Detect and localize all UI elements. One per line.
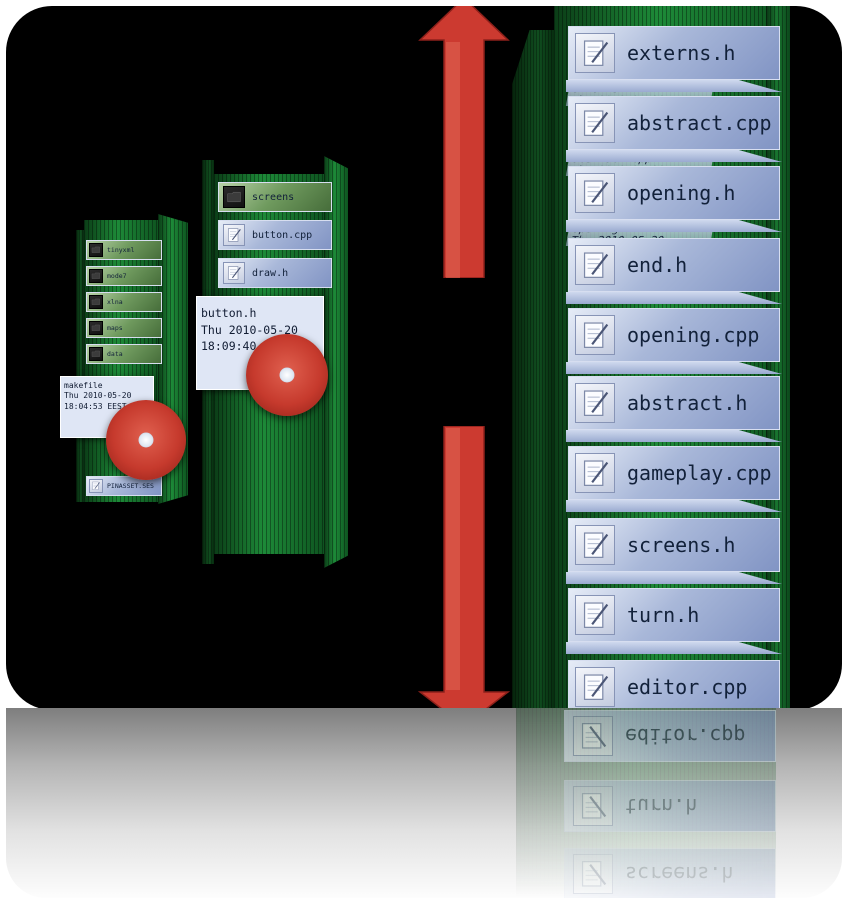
scroll-up-arrow-icon[interactable] xyxy=(418,6,510,278)
tooltip-date: Thu 2010-05-20 xyxy=(64,391,132,401)
document-icon xyxy=(575,33,615,73)
scroll-down-arrow-icon[interactable] xyxy=(418,426,510,710)
floor-reflection: editor.cpp turn.h screens.h xyxy=(6,708,842,898)
reflected-file-card: editor.cpp xyxy=(564,710,776,762)
card-label: editor.cpp xyxy=(627,675,748,699)
card-label: abstract.cpp xyxy=(627,111,772,135)
card-label: abstract.h xyxy=(627,391,748,415)
document-icon xyxy=(223,224,245,246)
card-label: tinyxml xyxy=(107,246,135,254)
reflected-file-card: screens.h xyxy=(564,848,776,898)
document-icon xyxy=(575,245,615,285)
document-icon xyxy=(575,595,615,635)
card-label: button.cpp xyxy=(252,229,313,241)
document-icon xyxy=(573,854,613,894)
tooltip-filename: button.h xyxy=(201,306,257,320)
card-label: screens.h xyxy=(625,862,734,886)
card-label: mode7 xyxy=(107,272,127,280)
folder-card[interactable]: screens xyxy=(218,182,332,212)
tooltip-time: 18:04:53 EEST xyxy=(64,401,127,411)
card-label: editor.cpp xyxy=(625,724,746,748)
card-base-plate xyxy=(566,642,782,654)
small-shelf-side-panel xyxy=(76,230,84,502)
card-base-plate xyxy=(566,500,782,512)
card-label: opening.h xyxy=(627,181,736,205)
grab-disc-icon[interactable] xyxy=(106,400,186,480)
grab-disc-icon[interactable] xyxy=(246,334,328,416)
card-label: opening.cpp xyxy=(627,323,760,347)
folder-icon xyxy=(89,347,103,361)
file-card[interactable]: end.h xyxy=(568,238,780,292)
card-base-plate xyxy=(566,292,782,304)
file-card[interactable]: turn.h xyxy=(568,588,780,642)
folder-card[interactable]: mode7 xyxy=(86,266,162,286)
document-icon xyxy=(575,315,615,355)
card-label: screens.h xyxy=(627,533,736,557)
card-base-plate xyxy=(566,362,782,374)
folder-icon xyxy=(89,295,103,309)
card-label: end.h xyxy=(627,253,688,277)
file-card[interactable]: editor.cpp xyxy=(568,660,780,710)
card-base-plate xyxy=(566,150,782,162)
folder-card[interactable]: xlna xyxy=(86,292,162,312)
folder-card[interactable]: maps xyxy=(86,318,162,338)
document-icon xyxy=(575,453,615,493)
reflected-file-card: turn.h xyxy=(564,780,776,832)
card-label: gameplay.cpp xyxy=(627,461,772,485)
file-card[interactable]: opening.h xyxy=(568,166,780,220)
document-icon xyxy=(575,525,615,565)
document-icon xyxy=(573,786,613,826)
card-label: turn.h xyxy=(627,603,700,627)
file-card[interactable]: opening.cpp xyxy=(568,308,780,362)
file-card[interactable]: abstract.h xyxy=(568,376,780,430)
file-card[interactable]: PINASSET.SES xyxy=(86,476,162,496)
big-shelf-side-panel xyxy=(512,30,556,710)
card-base-plate xyxy=(566,430,782,442)
card-label: xlna xyxy=(107,298,123,306)
card-label: screens xyxy=(252,191,295,203)
folder-icon xyxy=(89,269,103,283)
document-icon xyxy=(89,479,103,493)
card-label: turn.h xyxy=(625,794,698,818)
file-card[interactable]: button.cpp xyxy=(218,220,332,250)
file-card[interactable]: abstract.cpp xyxy=(568,96,780,150)
document-icon xyxy=(573,716,613,756)
document-icon xyxy=(223,262,245,284)
card-base-plate xyxy=(566,80,782,92)
folder-icon xyxy=(223,186,245,208)
card-label: data xyxy=(107,350,123,358)
document-icon xyxy=(575,103,615,143)
card-label: draw.h xyxy=(252,267,289,279)
document-icon xyxy=(575,667,615,707)
folder-card[interactable]: tinyxml xyxy=(86,240,162,260)
tooltip-filename: makefile xyxy=(64,381,103,390)
card-label: externs.h xyxy=(627,41,736,65)
card-label: PINASSET.SES xyxy=(107,482,154,490)
tooltip-date: Thu 2010-05-20 xyxy=(201,322,298,337)
folder-card[interactable]: data xyxy=(86,344,162,364)
mid-shelf-front-edge xyxy=(324,156,348,568)
card-base-plate xyxy=(566,572,782,584)
folder-icon xyxy=(89,243,103,257)
file-card[interactable]: externs.h xyxy=(568,26,780,80)
card-label: maps xyxy=(107,324,123,332)
folder-icon xyxy=(89,321,103,335)
file-card[interactable]: gameplay.cpp xyxy=(568,446,780,500)
document-icon xyxy=(575,173,615,213)
file-card[interactable]: draw.h xyxy=(218,258,332,288)
document-icon xyxy=(575,383,615,423)
reflected-arrow xyxy=(412,708,504,748)
file-card[interactable]: screens.h xyxy=(568,518,780,572)
card-base-plate xyxy=(566,220,782,232)
